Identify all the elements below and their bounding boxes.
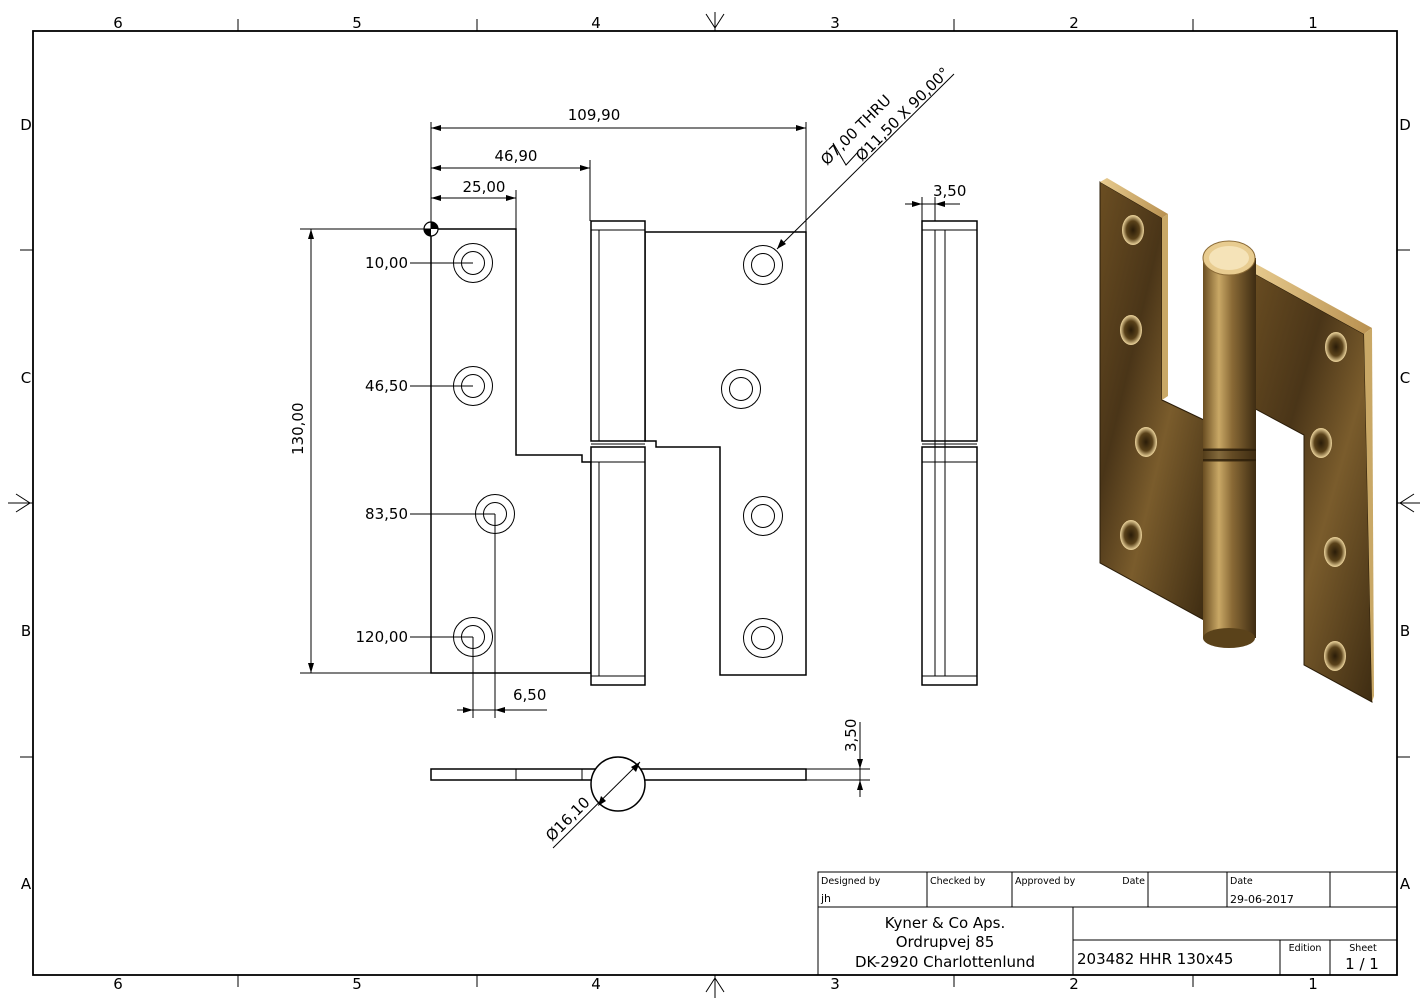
dim-side-thickness: 3,50 (933, 182, 966, 200)
dim-hole-pos-3: 83,50 (365, 505, 408, 523)
height-dimension (300, 228, 431, 674)
hole-offset-dimension (457, 514, 547, 718)
zone-col-top-1: 1 (1308, 14, 1318, 32)
zone-col-top-5: 5 (352, 14, 362, 32)
isometric-hinge-render (1099, 178, 1374, 703)
company-street: Ordrupvej 85 (896, 933, 995, 951)
dim-hole-pos-4: 120,00 (356, 628, 409, 646)
hole-position-leaders (410, 262, 495, 638)
date-label: Date (1230, 876, 1253, 887)
dim-hole-offset: 6,50 (513, 686, 546, 704)
dim-width-leaf: 46,90 (495, 147, 538, 165)
approval-date-label: Date (1122, 876, 1145, 887)
right-leaf-outline (644, 231, 807, 676)
dim-hole-pos-2: 46,50 (365, 377, 408, 395)
zone-col-bottom-3: 3 (830, 975, 840, 993)
dim-bottom-thickness: 3,50 (842, 719, 860, 752)
checked-by-label: Checked by (930, 876, 986, 887)
zone-col-bottom-6: 6 (113, 975, 123, 993)
approved-by-label: Approved by (1015, 876, 1076, 887)
part-title: 203482 HHR 130x45 (1077, 950, 1233, 968)
dim-hole-pos-1: 10,00 (365, 254, 408, 272)
knuckle-lower (590, 446, 646, 686)
zone-row-right-c: C (1400, 369, 1410, 387)
zone-labels: 6 5 4 3 2 1 6 5 4 3 2 1 D C B A D C B A (20, 14, 1411, 993)
designed-by-value: jh (820, 892, 831, 905)
company-name: Kyner & Co Aps. (885, 914, 1006, 932)
zone-row-right-d: D (1399, 116, 1411, 134)
company-city: DK-2920 Charlottenlund (855, 953, 1035, 971)
designed-by-label: Designed by (821, 876, 881, 887)
zone-col-bottom-1: 1 (1308, 975, 1318, 993)
zone-row-right-a: A (1400, 875, 1411, 893)
zone-row-right-b: B (1400, 622, 1410, 640)
title-block (817, 871, 1398, 976)
dim-width-overall: 109,90 (568, 106, 621, 124)
left-leaf-outline (430, 228, 592, 674)
zone-col-bottom-5: 5 (352, 975, 362, 993)
knuckle-upper (590, 220, 646, 442)
zone-row-left-b: B (21, 622, 31, 640)
zone-col-top-2: 2 (1069, 14, 1079, 32)
sheet-label: Sheet (1349, 943, 1377, 954)
front-view: 109,90 46,90 25,00 Ø7,00 THRU Ø11,50 X 9… (289, 64, 955, 718)
dim-knuckle-diameter: Ø16,10 (542, 793, 593, 844)
zone-col-top-4: 4 (591, 14, 601, 32)
holes-right-leaf (721, 245, 783, 658)
sheet-border (8, 12, 1420, 998)
date-value: 29-06-2017 (1230, 893, 1294, 906)
sheet-value: 1 / 1 (1345, 955, 1379, 973)
zone-col-top-6: 6 (113, 14, 123, 32)
top-dimensions (430, 122, 807, 232)
zone-row-left-a: A (21, 875, 32, 893)
zone-row-left-d: D (20, 116, 32, 134)
edition-label: Edition (1289, 943, 1322, 954)
zone-col-bottom-2: 2 (1069, 975, 1079, 993)
dim-width-hole-col: 25,00 (463, 178, 506, 196)
bottom-view (430, 722, 870, 849)
zone-col-bottom-4: 4 (591, 975, 601, 993)
zone-col-top-3: 3 (830, 14, 840, 32)
dim-height-overall: 130,00 (289, 403, 307, 456)
zone-row-left-c: C (21, 369, 31, 387)
side-view (905, 197, 978, 686)
